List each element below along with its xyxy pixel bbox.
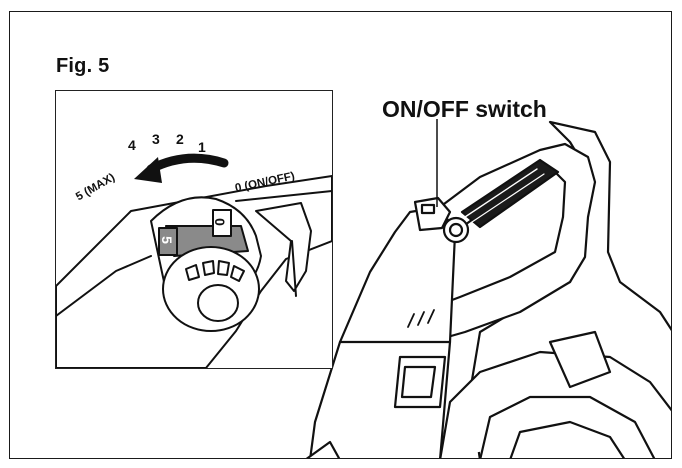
curved-arrow-icon: [146, 153, 229, 174]
dial-detail-illustration: [56, 153, 332, 368]
blower-illustration: [305, 119, 671, 458]
on-off-switch-callout: ON/OFF switch: [382, 96, 547, 122]
speed-number-4: 4: [128, 137, 136, 153]
speed-number-1: 1: [198, 139, 206, 155]
knob-number-5: 5: [158, 236, 175, 244]
speed-number-2: 2: [176, 131, 184, 147]
figure-label: Fig. 5: [56, 55, 110, 77]
dial-detail-inset: 4 3 2 1 5 (MAX) 0 (ON/OFF) 5 0: [55, 90, 333, 369]
figure-frame: Fig. 5 ON/OFF switch: [9, 11, 672, 459]
speed-number-3: 3: [152, 131, 160, 147]
knob-number-0: 0: [211, 218, 228, 226]
